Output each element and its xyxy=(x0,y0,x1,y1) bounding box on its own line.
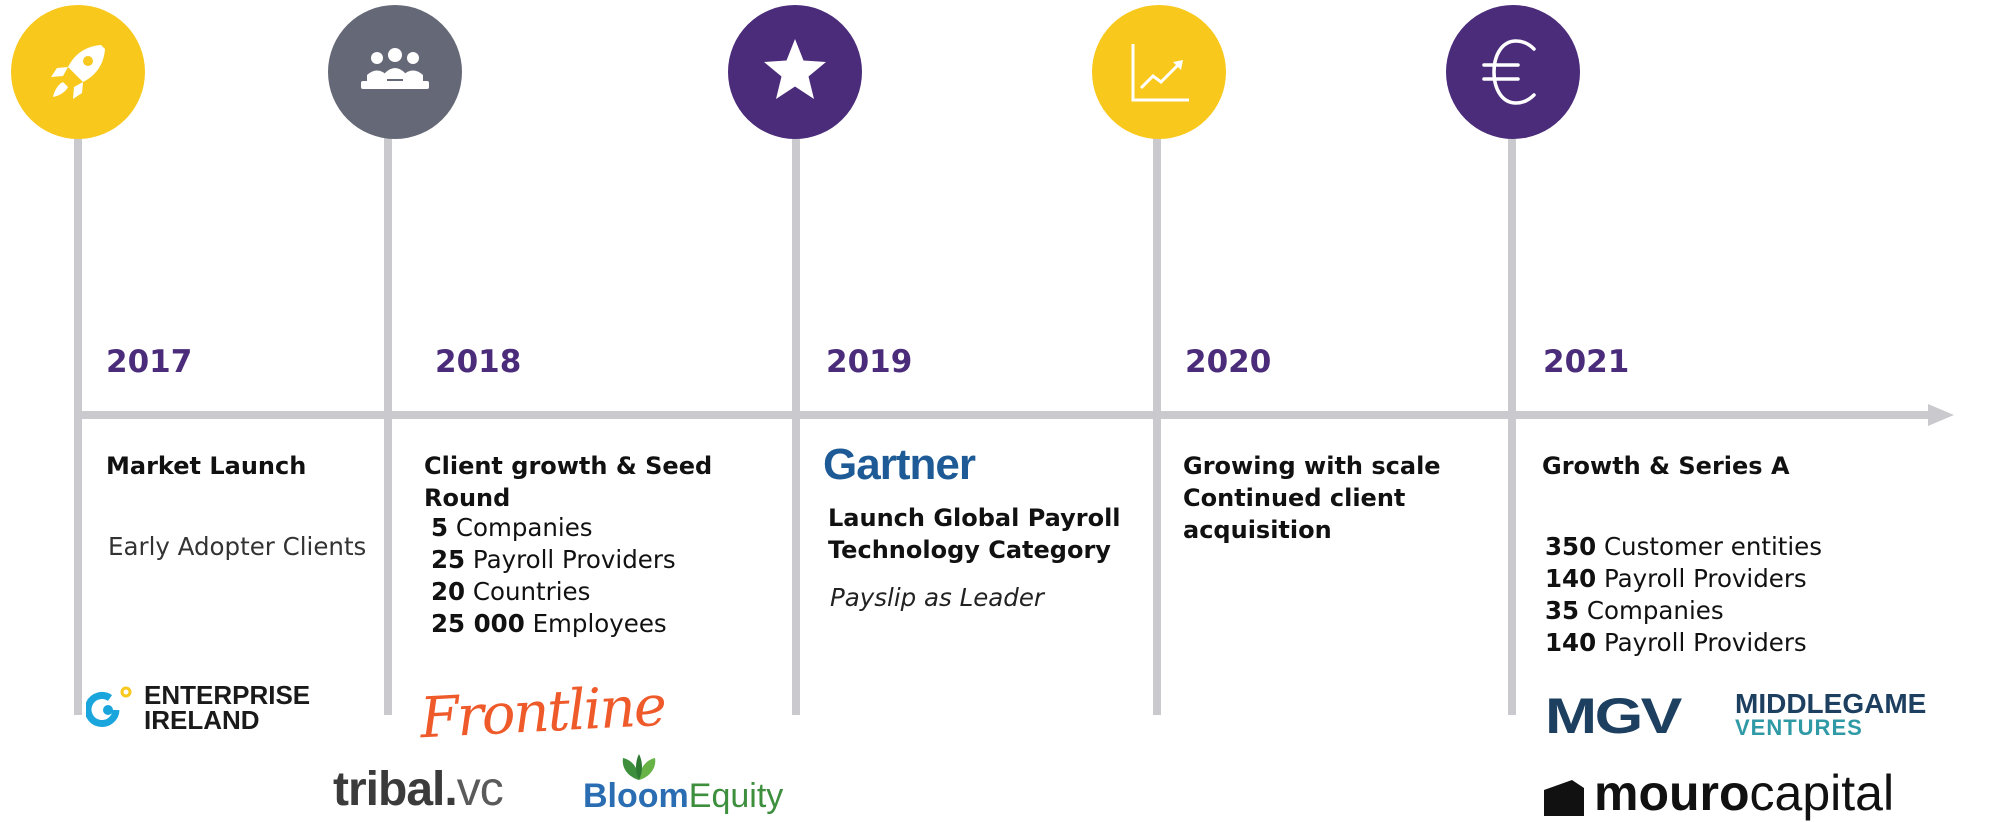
stat-value: 140 xyxy=(1545,564,1597,593)
mgv-logo: MGV MIDDLEGAME VENTURES xyxy=(1545,688,2013,744)
bloom-leaves-icon xyxy=(611,752,667,786)
bloom-wordmark: Bloom xyxy=(583,777,689,815)
year-label-2018: 2018 xyxy=(435,344,522,380)
stat-label: Employees xyxy=(532,609,667,638)
people-meeting-icon xyxy=(355,43,435,103)
milestone-title-2018: Client growth & Seed Round xyxy=(424,452,713,512)
stat-label: Countries xyxy=(472,577,591,606)
stat-value: 25 xyxy=(431,545,466,574)
milestone-title-2021: Growth & Series A xyxy=(1542,452,1790,480)
euro-icon xyxy=(1478,35,1548,109)
year-label-2017: 2017 xyxy=(106,344,193,380)
mouro-suffix: capital xyxy=(1749,765,1895,821)
tribal-vc-logo: tribal.vc xyxy=(333,763,504,816)
star-icon xyxy=(760,35,830,105)
stat-value: 25 000 xyxy=(431,609,525,638)
stat-label: Companies xyxy=(455,513,593,542)
stat-value: 5 xyxy=(431,513,449,542)
mgv-mark: MGV xyxy=(1545,688,1682,744)
stats-list-2018: 5 Companies 25 Payroll Providers 20 Coun… xyxy=(431,512,761,640)
stat-row: 140 Payroll Providers xyxy=(1545,627,1905,659)
milestone-circle-2017 xyxy=(11,5,145,139)
enterprise-ireland-logo: ENTERPRISE IRELAND xyxy=(84,680,336,735)
enterprise-ireland-line1: ENTERPRISE xyxy=(144,680,311,710)
stat-row: 35 Companies xyxy=(1545,595,1905,627)
timeline-stem-2020 xyxy=(1153,135,1161,715)
mgv-line1: MIDDLEGAME xyxy=(1735,688,1927,719)
timeline-axis xyxy=(77,411,1930,419)
year-label-2020: 2020 xyxy=(1185,344,1272,380)
milestone-title-2020: Growing with scale Continued client acqu… xyxy=(1183,452,1441,544)
milestone-title-2019: Launch Global Payroll Technology Categor… xyxy=(828,504,1121,564)
stat-row: 140 Payroll Providers xyxy=(1545,563,1905,595)
milestone-circle-2019 xyxy=(728,5,862,139)
stat-label: Companies xyxy=(1586,596,1724,625)
mouro-mark-icon xyxy=(1542,776,1586,822)
stat-value: 20 xyxy=(431,577,466,606)
stat-label: Payroll Providers xyxy=(1603,628,1807,657)
stat-row: 25 Payroll Providers xyxy=(431,544,761,576)
year-label-2021: 2021 xyxy=(1543,344,1630,380)
timeline-stem-2017 xyxy=(74,135,82,715)
chart-growth-icon xyxy=(1129,42,1191,104)
rocket-icon xyxy=(43,37,113,107)
bloom-suffix: Equity xyxy=(688,777,784,815)
stats-list-2021: 350 Customer entities 140 Payroll Provid… xyxy=(1545,531,1905,659)
mouro-wordmark: mouro xyxy=(1594,765,1750,821)
stat-row: 350 Customer entities xyxy=(1545,531,1905,563)
stat-value: 35 xyxy=(1545,596,1580,625)
mgv-line2: VENTURES xyxy=(1735,715,1863,740)
frontline-logo: Frontline xyxy=(418,673,667,752)
milestone-circle-2021 xyxy=(1446,5,1580,139)
timeline-stem-2018 xyxy=(384,135,392,715)
year-label-2019: 2019 xyxy=(826,344,913,380)
timeline-stem-2019 xyxy=(792,135,800,715)
milestone-circle-2020 xyxy=(1092,5,1226,139)
stat-row: 25 000 Employees xyxy=(431,608,761,640)
mouro-capital-logo: mourocapital xyxy=(1542,766,1962,820)
stat-label: Payroll Providers xyxy=(1603,564,1807,593)
stat-value: 140 xyxy=(1545,628,1597,657)
stat-label: Payroll Providers xyxy=(472,545,676,574)
bloom-equity-logo: BloomEquity xyxy=(583,752,783,820)
timeline-stem-2021 xyxy=(1508,135,1516,715)
tribal-suffix: vc xyxy=(456,763,504,816)
enterprise-ireland-line2: IRELAND xyxy=(144,705,260,735)
stat-row: 5 Companies xyxy=(431,512,761,544)
stat-value: 350 xyxy=(1545,532,1597,561)
milestone-subtitle-2019: Payslip as Leader xyxy=(830,583,1045,612)
milestone-title-2017: Market Launch xyxy=(106,452,307,480)
milestone-subtitle-2017: Early Adopter Clients xyxy=(108,532,367,561)
gartner-logo: Gartner xyxy=(823,440,976,489)
stat-row: 20 Countries xyxy=(431,576,761,608)
enterprise-ireland-mark-icon xyxy=(84,686,136,736)
tribal-wordmark: tribal xyxy=(333,763,445,816)
stat-label: Customer entities xyxy=(1603,532,1823,561)
timeline-arrow-icon xyxy=(1928,404,1954,426)
milestone-circle-2018 xyxy=(328,5,462,139)
